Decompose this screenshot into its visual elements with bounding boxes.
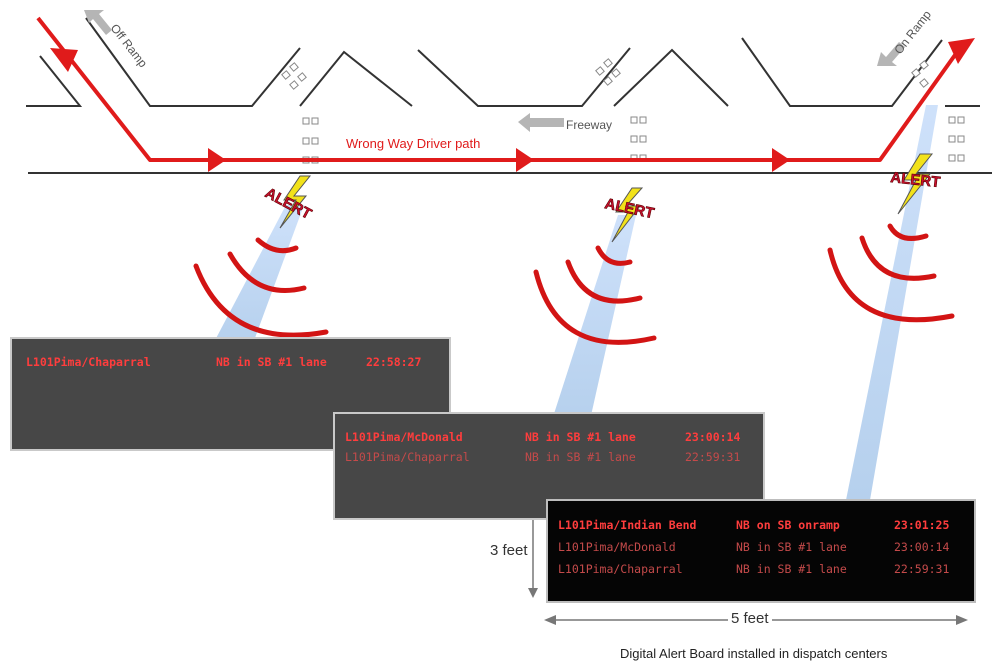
wrong-way-path-line	[36, 16, 957, 162]
width-label: 5 feet	[728, 610, 772, 627]
sensor-icon	[611, 68, 621, 78]
row-location: L101Pima/Indian Bend	[558, 518, 697, 532]
on-ramp-label: On Ramp	[891, 8, 934, 57]
sensor-icon	[957, 135, 965, 143]
sensor-icon	[311, 137, 319, 145]
sensor-icon	[919, 60, 929, 70]
wrong-way-path-label: Wrong Way Driver path	[346, 136, 480, 151]
sensor-icon	[595, 66, 605, 76]
sensor-icon	[289, 62, 299, 72]
row-time: 22:58:27	[366, 355, 422, 369]
board-row: L101Pima/Chaparral NB in SB #1 lane 22:5…	[558, 562, 949, 632]
sensor-icon	[630, 135, 638, 143]
alert-board-3: L101Pima/Indian Bend NB on SB onramp 23:…	[546, 499, 976, 603]
width-arrow-right-icon	[956, 615, 968, 625]
sensor-icon	[948, 154, 956, 162]
path-arrow-icon	[772, 148, 790, 172]
row-location: L101Pima/Chaparral	[558, 562, 683, 576]
sensor-icon	[281, 70, 291, 80]
beam-2	[552, 215, 636, 420]
lightning-icon	[611, 187, 644, 243]
lightning-icon	[279, 175, 312, 229]
sensors	[281, 58, 965, 164]
sensor-icon	[639, 116, 647, 124]
sensor-icon	[957, 154, 965, 162]
lightning-icon	[897, 153, 934, 215]
row-time: 23:00:14	[685, 430, 741, 444]
sensor-icon	[289, 80, 299, 90]
row-location: L101Pima/McDonald	[558, 540, 676, 554]
off-ramp-label: Off Ramp	[108, 21, 151, 70]
sensor-icon	[603, 58, 613, 68]
alert-board-1: L101Pima/Chaparral NB in SB #1 lane 22:5…	[10, 337, 451, 451]
sensor-icon	[957, 116, 965, 124]
sensor-icon	[948, 135, 956, 143]
height-arrow-bottom-icon	[528, 588, 538, 598]
signal-arc-2	[859, 235, 937, 281]
row-location: L101Pima/Chaparral	[345, 450, 470, 464]
row-time: 23:00:14	[894, 540, 950, 554]
sensor-icon	[948, 116, 956, 124]
freeway-arrow-icon	[518, 113, 564, 132]
off-ramp-arrow-icon	[84, 10, 112, 35]
row-time: 22:59:31	[685, 450, 741, 464]
ramp-line-5	[613, 48, 729, 107]
board-row: L101Pima/Chaparral NB in SB #1 lane 22:5…	[26, 355, 421, 425]
freeway-label: Freeway	[566, 118, 612, 132]
ramp-line-2	[85, 17, 301, 107]
signal-arc-2	[565, 259, 643, 304]
row-location: L101Pima/McDonald	[345, 430, 463, 444]
row-location: L101Pima/Chaparral	[26, 355, 151, 369]
board-row: L101Pima/Indian Bend NB on SB onramp 23:…	[558, 518, 949, 588]
path-arrow-icon	[516, 148, 534, 172]
direction-arrows	[84, 10, 905, 132]
sensor-icon	[302, 117, 310, 125]
row-status: NB in SB #1 lane	[525, 450, 636, 464]
beam-3	[846, 105, 938, 500]
signal-beams	[212, 105, 938, 500]
row-status: NB in SB #1 lane	[216, 355, 327, 369]
sensor-icon	[603, 76, 613, 86]
ramp-line-4	[417, 47, 631, 107]
alert-board-2: L101Pima/McDonald NB in SB #1 lane 23:00…	[333, 412, 765, 520]
signal-arc-3	[827, 247, 955, 323]
row-status: NB on SB onramp	[736, 518, 840, 532]
sensor-icon	[630, 116, 638, 124]
alert-3: ALERT	[827, 153, 955, 323]
sensor-icon	[302, 137, 310, 145]
road-lines	[26, 17, 992, 174]
row-time: 22:59:31	[894, 562, 950, 576]
signal-arc-2	[227, 251, 307, 293]
on-ramp-arrow-icon	[877, 42, 905, 66]
sensor-icon	[911, 68, 921, 78]
width-arrow-left-icon	[544, 615, 556, 625]
sensor-icon	[639, 135, 647, 143]
sensor-icon	[919, 78, 929, 88]
beam-1	[212, 205, 304, 346]
height-label: 3 feet	[488, 542, 530, 559]
sensor-icon	[311, 117, 319, 125]
signal-arc-1	[595, 245, 633, 266]
ramp-line-1	[26, 55, 83, 107]
path-arrow-icon	[208, 148, 226, 172]
row-status: NB in SB #1 lane	[736, 562, 847, 576]
row-time: 23:01:25	[894, 518, 950, 532]
wrong-way-path	[36, 16, 975, 172]
signal-arc-3	[193, 263, 329, 338]
path-arrow-icon	[50, 48, 78, 72]
signal-arc-3	[533, 269, 657, 345]
signal-arc-1	[255, 237, 299, 254]
board-row: L101Pima/McDonald NB in SB #1 lane 23:00…	[558, 540, 949, 610]
board-row: L101Pima/Chaparral NB in SB #1 lane 22:5…	[345, 450, 740, 520]
row-status: NB in SB #1 lane	[525, 430, 636, 444]
ramp-line-3	[299, 50, 413, 107]
sensor-icon	[297, 72, 307, 82]
board-row: L101Pima/McDonald NB in SB #1 lane 23:00…	[345, 430, 740, 500]
signal-arc-1	[887, 223, 929, 241]
path-arrow-icon	[948, 38, 975, 64]
caption: Digital Alert Board installed in dispatc…	[620, 646, 888, 661]
row-status: NB in SB #1 lane	[736, 540, 847, 554]
alert-label: ALERT	[890, 169, 942, 191]
